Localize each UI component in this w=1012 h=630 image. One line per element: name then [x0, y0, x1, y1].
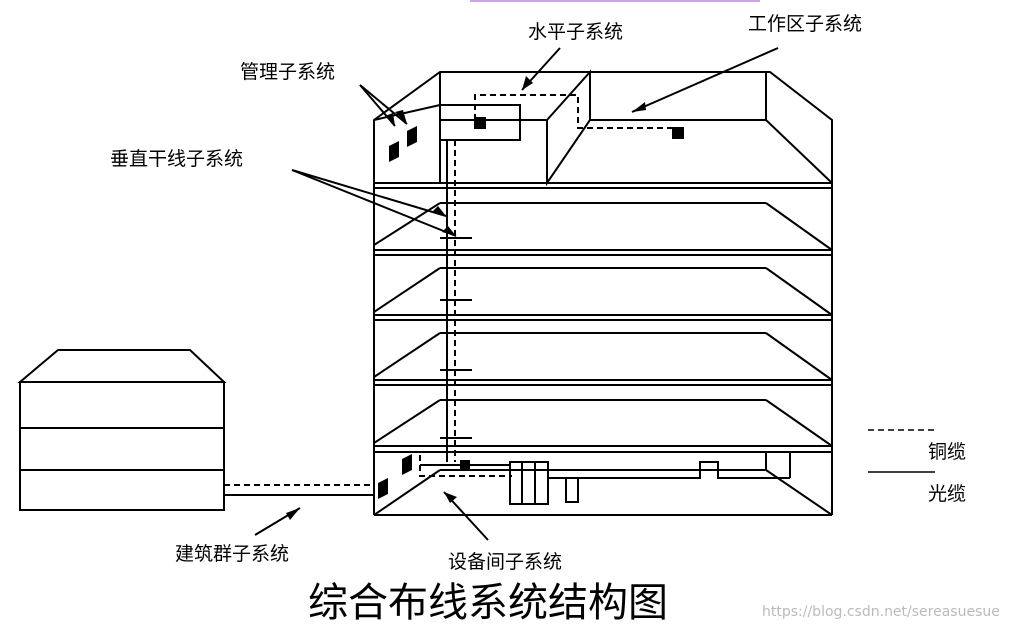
label-campus-subsystem: 建筑群子系统	[175, 543, 289, 565]
label-vertical-backbone-subsystem: 垂直干线子系统	[110, 148, 243, 170]
patch-panel-icon	[407, 126, 417, 147]
patch-panel-icon	[389, 141, 399, 162]
work-area-outlet-icon	[672, 127, 684, 139]
diagram-caption: 综合布线系统结构图	[308, 580, 668, 626]
watermark: https://blog.csdn.net/sereasuesue	[762, 604, 1000, 620]
backbone-riser	[440, 140, 472, 462]
patch-panel-icon	[378, 478, 388, 499]
wall-outlet-icon	[474, 117, 486, 129]
campus-cable	[224, 484, 374, 496]
legend-copper-label: 铜缆	[928, 441, 966, 463]
label-horizontal-subsystem: 水平子系统	[528, 21, 623, 43]
label-equipment-room-subsystem: 设备间子系统	[448, 551, 562, 573]
main-building	[373, 69, 833, 516]
legend-fiber-label: 光缆	[928, 483, 966, 505]
equipment-room	[419, 455, 790, 505]
patch-panel-icon	[402, 454, 412, 475]
neighbor-building	[17, 349, 227, 511]
label-management-subsystem: 管理子系统	[240, 61, 335, 83]
horizontal-cable	[474, 94, 682, 129]
label-work-area-subsystem: 工作区子系统	[748, 13, 862, 35]
ground-outlet-icon	[460, 460, 470, 470]
